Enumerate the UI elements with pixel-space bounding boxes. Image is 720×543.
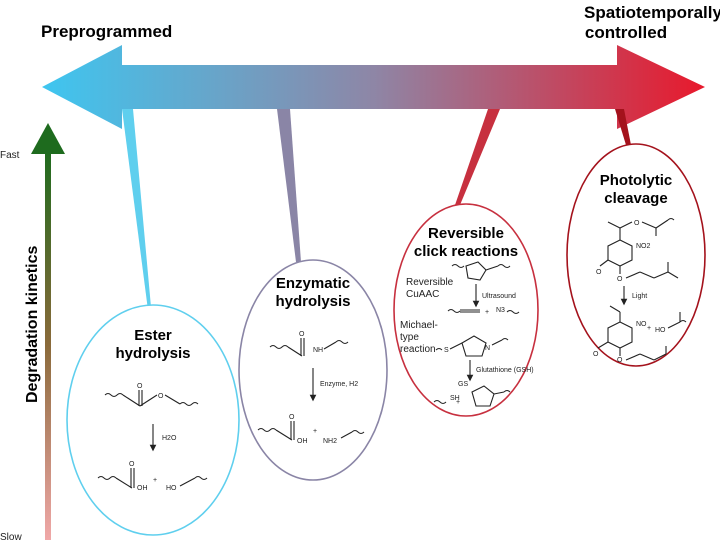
photolytic-oval <box>566 143 706 367</box>
svg-text:O: O <box>596 269 602 276</box>
enzymatic-pointer <box>277 109 301 262</box>
kinetics-axis-head <box>31 123 65 154</box>
click-pointer <box>455 109 500 205</box>
svg-text:+: + <box>153 477 157 484</box>
svg-text:O: O <box>617 357 623 364</box>
click-michael-line1: Michael- <box>400 320 438 331</box>
svg-text:O: O <box>129 461 135 468</box>
svg-text:+: + <box>485 309 489 316</box>
click-trigger-ultrasound: Ultrasound <box>482 293 516 300</box>
enzymatic-title-line1: Enzymatic <box>276 275 350 292</box>
svg-text:O: O <box>137 383 143 390</box>
svg-text:O: O <box>593 351 599 358</box>
ester-title-line2: hydrolysis <box>115 345 190 362</box>
enzymatic-reactant-structure: O NH <box>269 331 349 357</box>
ester-pointer <box>122 109 152 318</box>
click-title-line2: click reactions <box>414 243 518 260</box>
photolytic-product-structure: NO O O + HO <box>593 305 687 364</box>
kinetics-axis-shaft <box>45 150 51 540</box>
svg-text:O: O <box>299 331 305 338</box>
photolytic-reactant-structure: O NO2 O O <box>596 218 679 283</box>
enzymatic-title-line2: hydrolysis <box>275 293 350 310</box>
photolytic-pointer <box>615 109 631 145</box>
click-azide: N3 <box>496 307 505 314</box>
photolytic-trigger: Light <box>632 293 647 300</box>
svg-text:+: + <box>456 399 460 406</box>
click-atom-s: S <box>444 347 449 354</box>
svg-text:O: O <box>158 393 164 400</box>
photolytic-no: NO <box>636 321 647 328</box>
click-michael-line2: type <box>400 332 419 343</box>
kinetics-axis-label: Degradation kinetics <box>24 246 41 403</box>
click-atom-n: N <box>485 345 490 352</box>
click-thiosuccinimide-structure: S N <box>435 335 509 357</box>
click-title-line1: Reversible <box>428 225 504 242</box>
click-atom-gs: GS <box>458 381 468 388</box>
left-title: Preprogrammed <box>41 22 172 41</box>
kinetics-slow-label: Slow <box>0 532 22 543</box>
ester-product-oh: OH <box>137 485 148 492</box>
photolytic-title-line2: cleavage <box>604 190 667 207</box>
click-atom-sh: SH <box>450 395 460 402</box>
photolytic-no2: NO2 <box>636 243 651 250</box>
svg-text:O: O <box>289 414 295 421</box>
enzymatic-product-amine: NH2 <box>323 438 337 445</box>
enzymatic-product-oh: OH <box>297 438 308 445</box>
photolytic-atom-o: O <box>634 220 640 227</box>
photolytic-product-ho: HO <box>655 327 666 334</box>
ester-product-structure: O OH + HO <box>97 461 208 492</box>
click-products-structure: GS SH + <box>433 381 511 407</box>
ester-product-ho: HO <box>166 485 177 492</box>
svg-text:+: + <box>647 325 651 332</box>
click-michael-line3: reaction <box>400 344 436 355</box>
enzymatic-nh: NH <box>313 347 323 354</box>
click-cuaac-line1: Reversible <box>406 277 454 288</box>
spectrum-double-arrow <box>42 45 705 129</box>
ester-reagent: H2O <box>162 435 177 442</box>
enzymatic-reagent: Enzyme, H2 <box>320 381 358 388</box>
ester-reactant-structure: O O <box>104 383 199 407</box>
right-title-line1: Spatiotemporally <box>584 3 720 22</box>
click-alkyne-azide-structure: + N3 <box>447 307 520 316</box>
enzymatic-product-structure: O OH + NH2 <box>257 414 365 445</box>
click-triazole-structure <box>451 261 511 281</box>
svg-text:+: + <box>313 428 317 435</box>
ester-title-line1: Ester <box>134 327 172 344</box>
click-cuaac-line2: CuAAC <box>406 289 439 300</box>
kinetics-fast-label: Fast <box>0 150 20 161</box>
click-trigger-gsh: Glutathione (GSH) <box>476 367 534 374</box>
svg-text:O: O <box>617 276 623 283</box>
photolytic-title-line1: Photolytic <box>600 172 673 189</box>
right-title-line2: controlled <box>585 23 667 42</box>
